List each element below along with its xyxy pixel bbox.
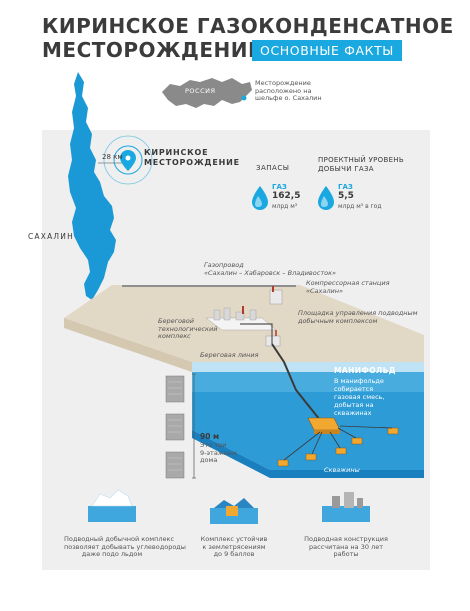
russia-field-marker — [241, 95, 247, 101]
earthquake-icon — [210, 498, 258, 524]
well-5 — [387, 427, 399, 435]
reserves-unit: млрд м³ — [272, 203, 298, 210]
distance-label: 28 км — [102, 153, 123, 161]
production-label: ГАЗ — [338, 183, 353, 191]
page-title-line2: МЕСТОРОЖДЕНИЕ — [42, 38, 263, 62]
fact-longevity: Подводная конструкция рассчитана на 30 л… — [304, 535, 388, 558]
depth-value: 90 м — [200, 432, 220, 441]
compressor-label: Компрессорная станция «Сахалин» — [306, 279, 390, 295]
onshore-pipe — [240, 323, 273, 344]
manifold-title: МАНИФОЛЬД — [334, 366, 396, 375]
well-1 — [277, 459, 289, 467]
russia-map-shape — [162, 78, 252, 108]
land-front-face — [64, 318, 192, 372]
umbilical-line — [271, 343, 321, 421]
depth-buildings — [165, 375, 185, 479]
sea-surface — [192, 362, 424, 372]
russia-label: РОССИЯ — [185, 87, 216, 95]
well-3 — [335, 447, 347, 455]
field-ring-outer — [103, 135, 153, 185]
well-4 — [351, 437, 363, 445]
sea-body — [192, 372, 424, 470]
reserves-label: ГАЗ — [272, 183, 287, 191]
depth-bracket — [192, 373, 196, 479]
production-value: 5,5 — [338, 191, 354, 201]
production-heading: ПРОЕКТНЫЙ УРОВЕНЬ ДОБЫЧИ ГАЗА — [318, 156, 404, 173]
ice-icon — [88, 489, 136, 522]
wells-label: Скважины — [324, 466, 360, 474]
platform-label: Площадка управления подводным добычным к… — [298, 309, 418, 325]
pipeline-label: Газопровод «Сахалин – Хабаровск – Владив… — [204, 261, 337, 277]
fact-earthquake: Комплекс устойчив к землетрясениям до 9 … — [200, 535, 268, 558]
manifold-description: В манифольде собирается газовая смесь, д… — [334, 377, 385, 417]
compressor-station — [269, 289, 283, 305]
russia-note: Месторождение расположено на шельфе о. С… — [255, 79, 322, 102]
well-2 — [305, 453, 317, 461]
manifold — [307, 417, 341, 431]
sakhalin-island-shape — [68, 72, 116, 300]
longevity-icon — [322, 492, 370, 522]
sea-floor — [192, 430, 424, 478]
production-unit: млрд м³ в год — [338, 203, 382, 210]
coast-label: Береговая линия — [200, 351, 259, 359]
field-ring-inner — [113, 145, 143, 175]
onshore-complex-label: Береговой технологический комплекс — [158, 317, 218, 340]
fact-ice: Подводный добычной комплекс позволяет до… — [64, 535, 186, 558]
reserves-heading: ЗАПАСЫ — [256, 164, 290, 172]
island-name: САХАЛИН — [28, 232, 74, 241]
key-facts-badge: ОСНОВНЫЕ ФАКТЫ — [252, 40, 402, 61]
wells-group — [277, 427, 399, 467]
field-name: КИРИНСКОЕ МЕСТОРОЖДЕНИЕ — [144, 148, 240, 167]
depth-note: Это три 9-этажных дома — [200, 441, 237, 464]
reserves-value: 162,5 — [272, 191, 301, 201]
page-title-line1: КИРИНСКОЕ ГАЗОКОНДЕНСАТНОЕ — [42, 14, 454, 38]
